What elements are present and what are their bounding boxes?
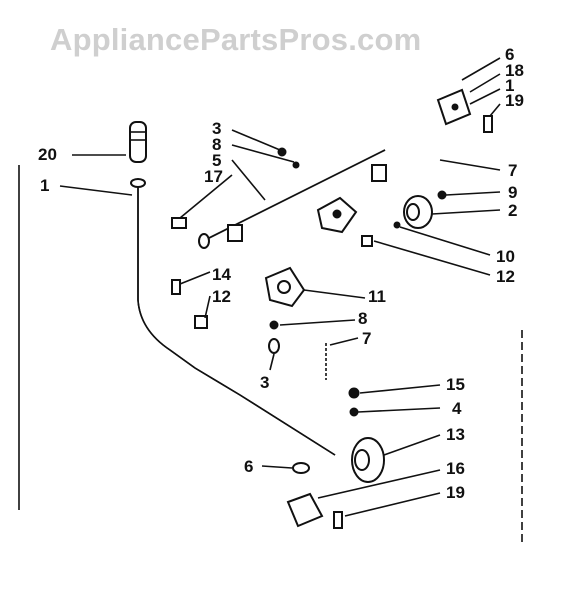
callout-labels: 6 18 1 19 3 8 5 17 20 1 7 9 2 10 12 14 1… (38, 45, 524, 502)
callout-label: 6 (505, 45, 514, 64)
callout-label: 14 (212, 265, 231, 284)
callout-label: 7 (508, 161, 517, 180)
callout-label: 6 (244, 457, 253, 476)
callout-label: 17 (204, 167, 223, 186)
callout-label: 10 (496, 247, 515, 266)
callout-label: 15 (446, 375, 465, 394)
callout-label: 9 (508, 183, 517, 202)
caster-wheel (351, 437, 385, 483)
callout-label: 1 (40, 176, 49, 195)
callout-label: 19 (446, 483, 465, 502)
callout-label: 7 (362, 329, 371, 348)
callout-label: 20 (38, 145, 57, 164)
callout-label: 18 (505, 61, 524, 80)
crossbar (198, 149, 387, 249)
callout-label: 19 (505, 91, 524, 110)
callout-label: 4 (452, 399, 462, 418)
callout-label: 5 (212, 151, 221, 170)
callout-label: 11 (368, 287, 386, 306)
callout-label: 1 (505, 76, 514, 95)
callout-label: 2 (508, 201, 517, 220)
upper-wheel (403, 195, 433, 229)
callout-label: 3 (212, 119, 221, 138)
tube-assembly (130, 178, 336, 456)
callout-label: 12 (212, 287, 231, 306)
callout-label: 3 (260, 373, 269, 392)
callout-label: 13 (446, 425, 465, 444)
callout-label: 12 (496, 267, 515, 286)
bracket-plate (316, 196, 358, 234)
callout-label: 16 (446, 459, 465, 478)
leader-lines (59, 57, 501, 517)
lower-bracket (286, 492, 324, 528)
tube-cap (129, 121, 147, 163)
middle-bracket (264, 266, 306, 308)
callout-label: 8 (212, 135, 221, 154)
callout-label: 8 (358, 309, 367, 328)
watermark-text: AppliancePartsPros.com (50, 22, 422, 57)
top-clamp (436, 88, 472, 126)
